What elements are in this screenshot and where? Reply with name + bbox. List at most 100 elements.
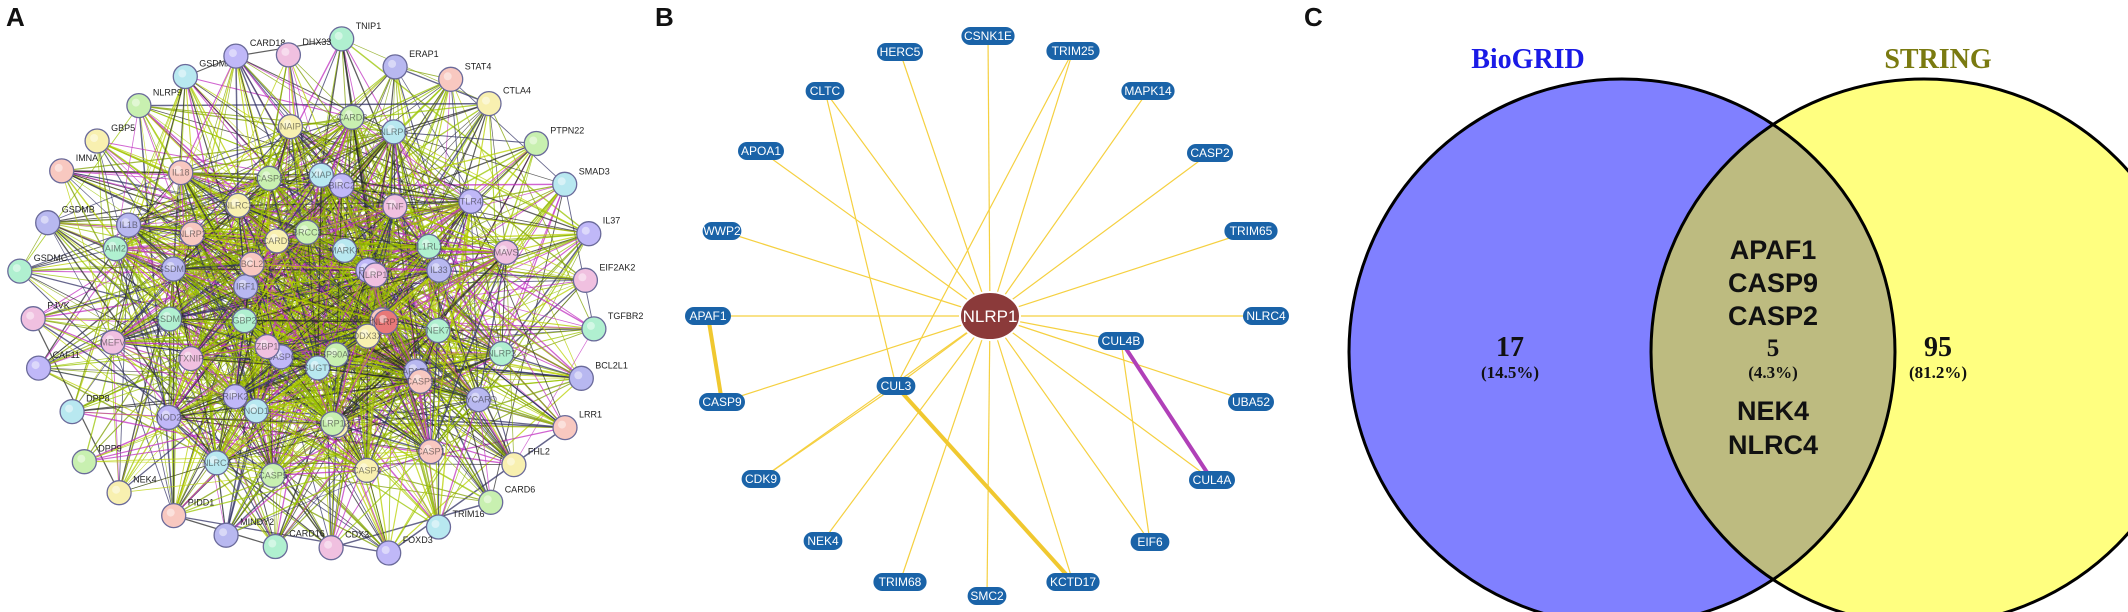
- string-node[interactable]: IL37: [576, 216, 621, 247]
- nlrp1-node-kctd17[interactable]: KCTD17: [1046, 573, 1100, 591]
- string-node[interactable]: IL1RL1: [414, 233, 443, 260]
- string-node[interactable]: TGFBR2: [581, 311, 644, 342]
- string-node[interactable]: CASP1: [416, 438, 446, 465]
- string-node[interactable]: LRR1: [552, 410, 602, 441]
- string-node[interactable]: PTPN22: [523, 126, 584, 157]
- string-node[interactable]: TLR4: [458, 188, 484, 215]
- string-node[interactable]: CARD18: [223, 38, 286, 69]
- string-node[interactable]: STAT4: [438, 61, 492, 92]
- string-node[interactable]: EIF2AK2: [572, 262, 635, 293]
- nlrp1-node-nlrc4[interactable]: NLRC4: [1243, 307, 1289, 325]
- string-node[interactable]: MINDY2: [213, 517, 274, 548]
- string-node[interactable]: IL33: [426, 257, 452, 283]
- string-node[interactable]: GSDMD: [153, 306, 187, 332]
- string-node[interactable]: CARD16: [262, 529, 325, 560]
- string-node[interactable]: NLRC4: [202, 450, 232, 476]
- nlrp1-node-nek4[interactable]: NEK4: [803, 532, 843, 550]
- string-node[interactable]: CARD9: [262, 228, 293, 254]
- string-node-circle: [465, 386, 492, 413]
- string-node[interactable]: GSDMC: [7, 253, 68, 284]
- string-node[interactable]: NAIP: [277, 113, 304, 140]
- string-node[interactable]: PYCARD: [460, 386, 498, 413]
- nlrp1-node-csnk1e[interactable]: CSNK1E: [961, 27, 1015, 45]
- string-node[interactable]: CASP5: [258, 462, 288, 488]
- string-node[interactable]: CASP8: [255, 165, 285, 191]
- nlrp1-node-cul4b[interactable]: CUL4B: [1098, 332, 1144, 350]
- nlrp1-node-casp9[interactable]: CASP9: [699, 393, 745, 411]
- string-node[interactable]: AIM2: [102, 236, 129, 262]
- string-node[interactable]: TXNIP: [178, 345, 205, 372]
- string-node[interactable]: MAVS: [493, 239, 519, 266]
- string-node[interactable]: PJVK: [20, 301, 70, 332]
- string-node[interactable]: FHL2: [501, 447, 550, 478]
- nlrp1-node-mapk14[interactable]: MAPK14: [1121, 82, 1175, 100]
- string-node[interactable]: NLRP1: [371, 309, 401, 335]
- string-node[interactable]: NLRP3: [487, 340, 516, 367]
- nlrp1-node-apoa1[interactable]: APOA1: [738, 142, 784, 160]
- string-node[interactable]: DPP9: [71, 444, 122, 475]
- string-node[interactable]: ZBP1: [254, 333, 280, 360]
- nlrp1-node-smc2[interactable]: SMC2: [967, 587, 1007, 605]
- string-node[interactable]: TNIP1: [329, 21, 382, 52]
- string-node[interactable]: CASP4: [352, 457, 382, 483]
- string-node[interactable]: MEFV: [100, 329, 126, 355]
- nlrp1-node-trim65[interactable]: TRIM65: [1224, 222, 1278, 240]
- string-node[interactable]: GSDMB: [35, 205, 95, 236]
- string-node[interactable]: GSDMA: [172, 59, 232, 90]
- string-node[interactable]: DHX33: [275, 37, 331, 68]
- nlrp1-node-trim68[interactable]: TRIM68: [873, 573, 927, 591]
- string-node[interactable]: IMNA: [49, 153, 98, 184]
- nlrp1-node-cul4a[interactable]: CUL4A: [1189, 471, 1235, 489]
- nlrp1-center-node[interactable]: NLRP1: [959, 291, 1021, 341]
- nlrp1-node-wwp2[interactable]: WWP2: [702, 222, 742, 240]
- string-node[interactable]: BIRC2: [329, 172, 356, 199]
- string-node[interactable]: GSDME: [157, 256, 190, 282]
- string-node[interactable]: CDX3: [318, 530, 369, 561]
- string-node[interactable]: CAF11: [25, 350, 80, 381]
- nlrp1-node-eif6[interactable]: EIF6: [1130, 533, 1170, 551]
- string-node[interactable]: DPP8: [59, 394, 110, 425]
- string-node[interactable]: TNF: [382, 193, 408, 220]
- string-node[interactable]: PIDD1: [161, 498, 215, 529]
- string-node[interactable]: CARD8: [337, 104, 368, 130]
- nlrp1-node-cul3[interactable]: CUL3: [876, 377, 916, 395]
- string-node[interactable]: BCL2: [239, 251, 265, 277]
- nlrp1-node-herc5[interactable]: HERC5: [877, 43, 923, 61]
- string-node[interactable]: FOXD3: [376, 535, 433, 566]
- string-node[interactable]: NOD2: [156, 404, 182, 431]
- string-node[interactable]: NLRC3: [223, 192, 253, 219]
- string-node[interactable]: DDX3X: [353, 323, 383, 349]
- string-node[interactable]: SMAD3: [552, 166, 610, 197]
- string-node[interactable]: MARK4: [329, 237, 360, 264]
- string-node[interactable]: SUGT1: [303, 355, 333, 381]
- string-node[interactable]: NEK7: [425, 317, 451, 344]
- string-node[interactable]: CASP9: [406, 368, 436, 395]
- string-node[interactable]: NLRP10: [358, 262, 392, 288]
- nlrp1-node-uba52[interactable]: UBA52: [1228, 393, 1274, 411]
- string-node[interactable]: ERAP1: [382, 49, 439, 80]
- string-node[interactable]: NLRP12: [316, 410, 350, 437]
- string-node[interactable]: IL18: [168, 159, 194, 186]
- string-node[interactable]: NOD1: [243, 398, 269, 424]
- string-node[interactable]: BCL2L1: [568, 360, 628, 391]
- string-node[interactable]: IL1B: [115, 212, 142, 238]
- string-node[interactable]: NLRP9: [126, 88, 182, 119]
- nlrp1-node-cltc[interactable]: CLTC: [805, 82, 845, 100]
- string-node[interactable]: NEK4: [106, 475, 157, 506]
- string-node[interactable]: TRIM16: [425, 509, 485, 540]
- nlrp1-node-cdk9[interactable]: CDK9: [741, 470, 781, 488]
- string-node[interactable]: CTLA4: [476, 86, 531, 117]
- string-node[interactable]: HSP90AA1: [314, 342, 360, 368]
- nlrp1-node-trim25[interactable]: TRIM25: [1046, 42, 1100, 60]
- string-node[interactable]: XIAP: [308, 162, 334, 188]
- string-node[interactable]: IRF1: [233, 274, 259, 300]
- string-node[interactable]: RIPK2: [222, 383, 248, 410]
- nlrp1-node-apaf1[interactable]: APAF1: [685, 307, 731, 325]
- string-node[interactable]: BRCC3: [292, 219, 323, 245]
- string-node[interactable]: NLRP2: [178, 221, 207, 247]
- string-node[interactable]: GBP2: [231, 308, 258, 334]
- string-node[interactable]: NLRP6: [379, 119, 408, 145]
- string-node[interactable]: CARD6: [478, 484, 536, 515]
- nlrp1-node-casp2[interactable]: CASP2: [1187, 144, 1233, 162]
- string-node[interactable]: GBP5: [84, 123, 135, 154]
